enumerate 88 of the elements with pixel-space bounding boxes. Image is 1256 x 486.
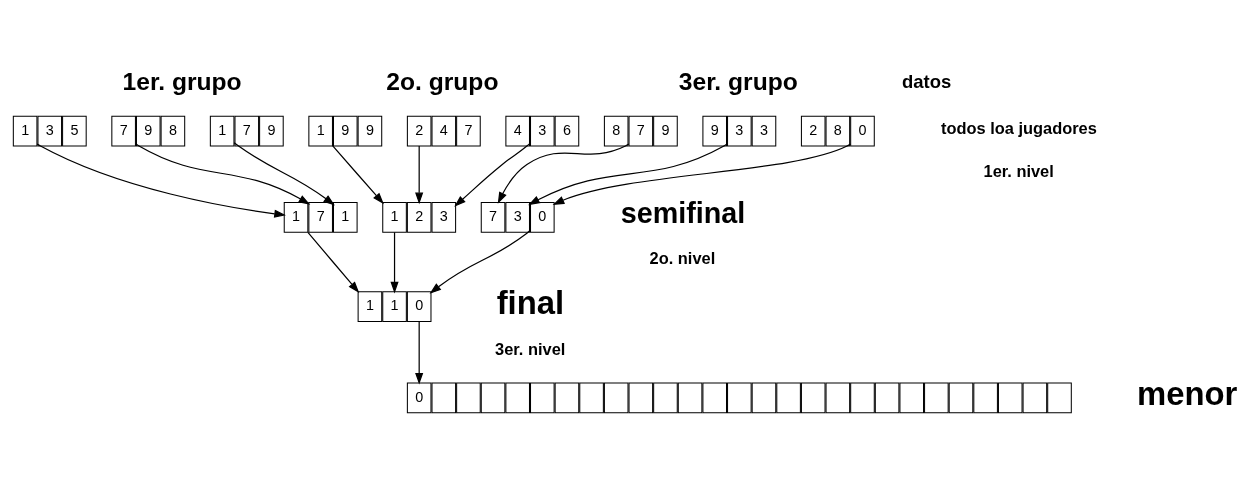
node-box: 7: [628, 115, 654, 147]
node-box: [603, 382, 629, 413]
node-box: 6: [554, 115, 580, 147]
label: 3er. grupo: [678, 67, 798, 95]
node-box: [899, 382, 925, 413]
node-box: 3: [751, 115, 777, 147]
node-box: 8: [160, 115, 186, 147]
node-box: [677, 382, 703, 413]
node-box: 8: [603, 115, 629, 147]
node-box: 2: [406, 115, 432, 147]
node-box: [776, 382, 801, 413]
node-box: [530, 382, 555, 413]
node-box: 3: [37, 115, 63, 147]
arrow: [454, 142, 531, 207]
arrow: [415, 144, 424, 204]
node-box: [997, 382, 1023, 413]
label: 1er. nivel: [983, 161, 1054, 180]
node-box: 1: [357, 290, 383, 322]
node-box: 2: [800, 115, 826, 147]
node-box: [653, 382, 678, 413]
node-box: 1: [382, 201, 407, 233]
node-box: 1: [209, 115, 235, 147]
node-box: 9: [135, 115, 161, 147]
label: todos loa jugadores: [940, 118, 1097, 137]
node-box: [751, 382, 777, 413]
node-box: 5: [62, 115, 87, 147]
node-box: 7: [480, 201, 506, 233]
arrow: [233, 141, 335, 205]
node-box: [924, 382, 949, 413]
label: final: [496, 283, 565, 321]
arrow: [135, 142, 311, 205]
label: 3er. nivel: [495, 339, 566, 358]
label: semifinal: [620, 196, 746, 229]
node-box: 2: [406, 201, 432, 233]
node-box: [1022, 382, 1048, 413]
node-box: 1: [308, 115, 333, 147]
node-box: [480, 382, 506, 413]
node-box: [825, 382, 851, 413]
arrow: [552, 142, 852, 205]
arrow: [331, 144, 384, 204]
node-box: [1047, 382, 1072, 413]
arrow: [429, 229, 532, 294]
node-box: 9: [259, 115, 284, 147]
node-box: 7: [234, 115, 260, 147]
node-box: 0: [850, 115, 875, 147]
node-box: 1: [382, 290, 407, 322]
node-box: 1: [332, 201, 358, 233]
node-box: 3: [505, 201, 530, 233]
node-box: [800, 382, 826, 413]
node-box: [850, 382, 875, 413]
node-box: 9: [332, 115, 358, 147]
arrow: [307, 231, 360, 293]
node-box: [948, 382, 974, 413]
node-box: 7: [308, 201, 333, 233]
label: 1er. grupo: [122, 67, 242, 95]
arrow: [36, 142, 286, 218]
node-box: [554, 382, 580, 413]
node-box: 0: [406, 382, 432, 413]
node-box: [456, 382, 481, 413]
node-box: 3: [431, 201, 457, 233]
node-box: 9: [357, 115, 383, 147]
node-box: [628, 382, 654, 413]
node-box: [579, 382, 604, 413]
node-box: 0: [406, 290, 432, 322]
node-box: [973, 382, 998, 413]
arrow: [390, 231, 399, 293]
arrow: [415, 320, 424, 385]
node-box: 7: [111, 115, 136, 147]
node-box: 9: [702, 115, 728, 147]
node-box: 4: [505, 115, 530, 147]
label: 2o. grupo: [386, 67, 499, 95]
node-box: 9: [653, 115, 678, 147]
node-box: 4: [431, 115, 457, 147]
node-box: 0: [530, 201, 555, 233]
node-box: [874, 382, 900, 413]
label: menor: [1136, 374, 1238, 412]
node-box: [431, 382, 457, 413]
node-box: [702, 382, 728, 413]
node-box: [727, 382, 752, 413]
label: datos: [901, 70, 952, 92]
label: 2o. nivel: [649, 248, 716, 267]
node-box: 8: [825, 115, 851, 147]
node-box: 1: [283, 201, 309, 233]
node-box: 3: [530, 115, 555, 147]
node-box: 1: [12, 115, 38, 147]
node-box: [505, 382, 530, 413]
node-box: 7: [456, 115, 481, 147]
node-box: 3: [727, 115, 752, 147]
